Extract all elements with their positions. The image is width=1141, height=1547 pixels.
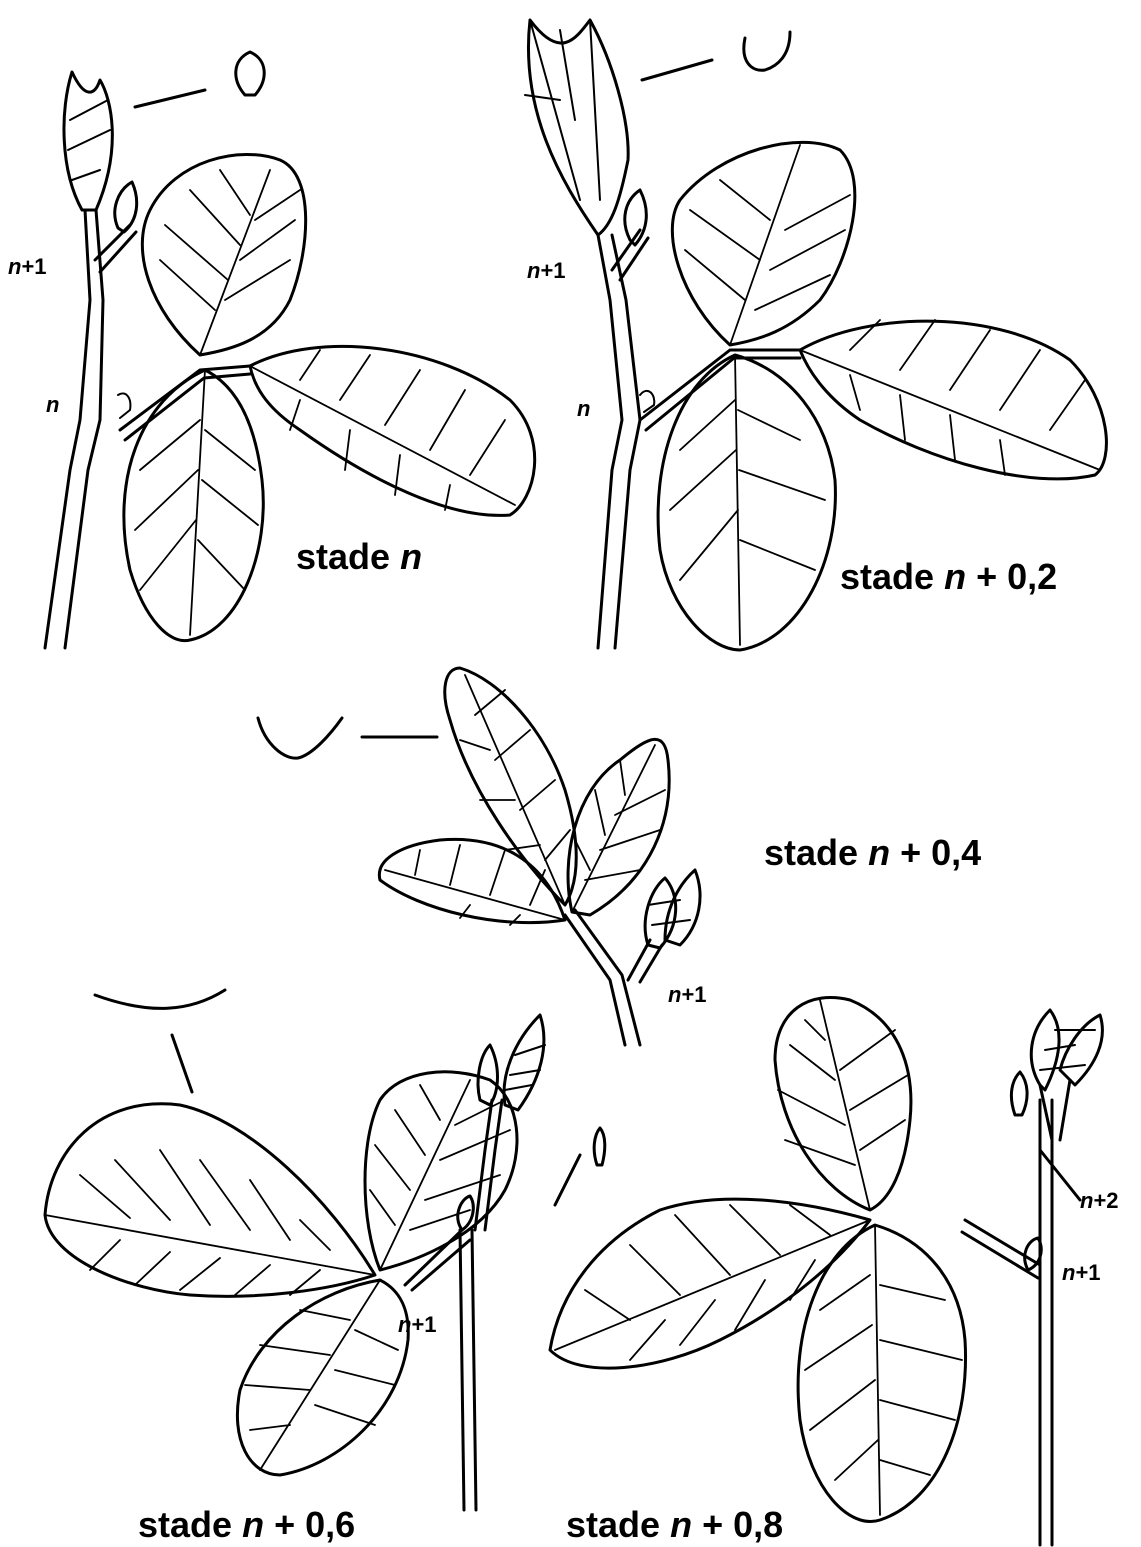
node-label-n-plus-2: n+2: [1080, 1188, 1119, 1214]
leaflet-right: [250, 346, 535, 515]
stage-label-n: stade n: [296, 536, 422, 578]
section-open-u: [258, 718, 342, 758]
stage-label-n-0-6: stade n + 0,6: [138, 1504, 355, 1546]
stage-word: stade: [764, 832, 858, 873]
node-label-n: n: [46, 392, 59, 418]
node-label-n-plus-1: n+1: [527, 258, 566, 284]
stage-word: stade: [840, 556, 934, 597]
section-u: [744, 32, 790, 70]
stage-variable: n: [400, 536, 422, 577]
section-closed: [236, 52, 264, 95]
stage-label-n-0-4: stade n + 0,4: [764, 832, 981, 874]
section-flat: [95, 990, 225, 1008]
node-label-n-plus-1: n+1: [1062, 1260, 1101, 1286]
section-narrow: [594, 1128, 605, 1165]
stage-variable: n: [868, 832, 890, 873]
section-narrow: [1011, 1072, 1027, 1115]
leaflet-top: [775, 998, 911, 1211]
stage-variable: n: [242, 1504, 264, 1545]
leaflet-left-large: [45, 1104, 375, 1296]
stage-label-n-0-2: stade n + 0,2: [840, 556, 1057, 598]
panel-stade-n: [45, 52, 535, 648]
stage-word: stade: [138, 1504, 232, 1545]
panel-stade-n-0-6: [45, 990, 605, 1510]
stage-suffix: + 0,8: [692, 1504, 783, 1545]
leaflet-top: [672, 142, 855, 345]
stage-label-n-0-8: stade n + 0,8: [566, 1504, 783, 1546]
stage-suffix: + 0,4: [890, 832, 981, 873]
stage-word: stade: [566, 1504, 660, 1545]
stage-variable: n: [944, 556, 966, 597]
stage-suffix: + 0,2: [966, 556, 1057, 597]
node-label-n: n: [577, 396, 590, 422]
leaflet-left-large: [550, 1199, 870, 1368]
leaflet-lower: [237, 1280, 408, 1475]
panel-stade-n-0-8: [550, 998, 1102, 1546]
stage-variable: n: [670, 1504, 692, 1545]
axillary-bud: [115, 182, 137, 232]
leaflet-right: [800, 321, 1106, 479]
stage-suffix: + 0,6: [264, 1504, 355, 1545]
stage-word: stade: [296, 536, 390, 577]
node-label-n-plus-1: n+1: [668, 982, 707, 1008]
node-label-n-plus-1: n+1: [8, 254, 47, 280]
node-label-n-plus-1: n+1: [398, 1312, 437, 1338]
leaflet-top: [365, 1072, 517, 1270]
leaflet-tall: [445, 668, 576, 905]
panel-stade-n-0-4: [258, 668, 700, 1045]
leaflet-left: [379, 839, 565, 922]
leaflet-top: [142, 154, 305, 355]
apical-bud: [528, 20, 628, 235]
